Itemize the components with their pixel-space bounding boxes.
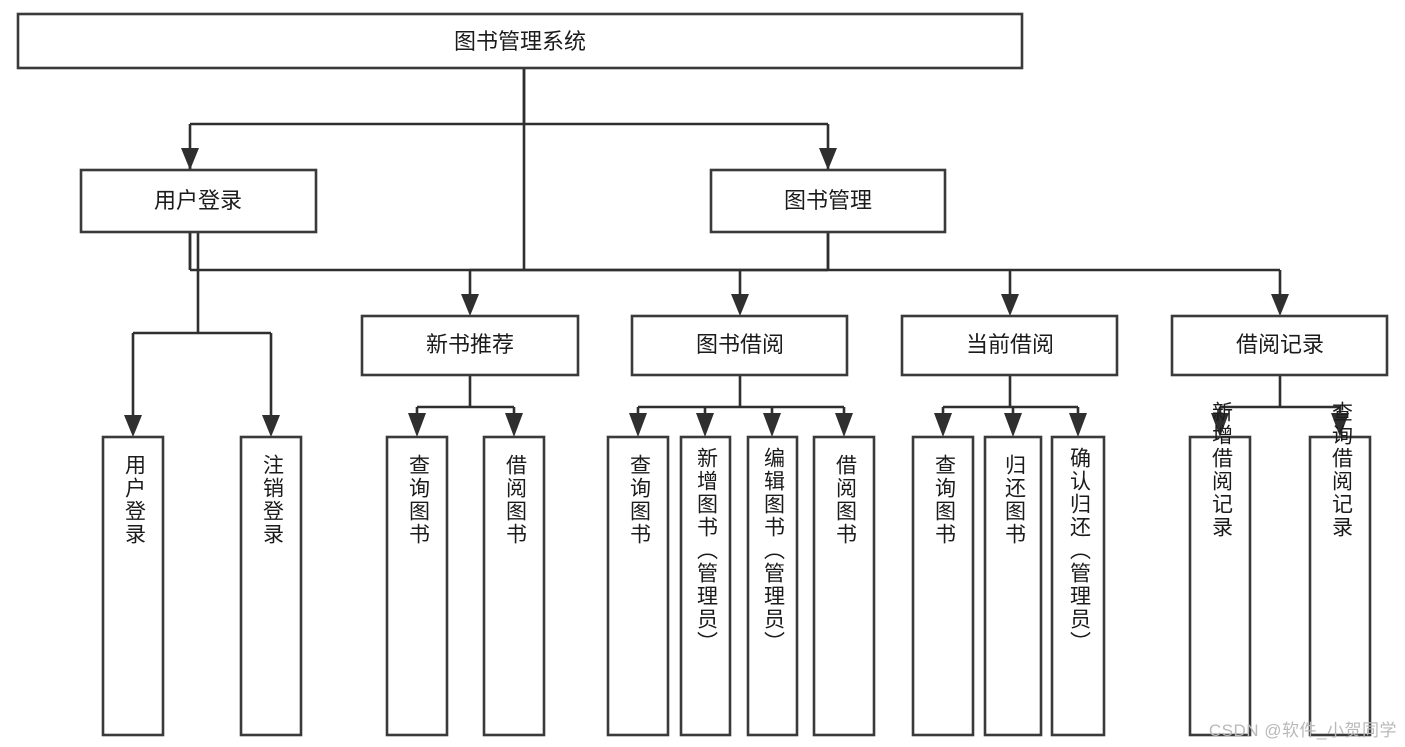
node-leaf-borrow-books-borrow[interactable]: 借阅图书 — [812, 435, 876, 737]
node-leaf-borrow-books-borrow-label: 借阅图书 — [833, 454, 857, 546]
node-leaf-add-borrow-record-box[interactable] — [1188, 435, 1252, 737]
node-leaf-query-books-current[interactable]: 查询图书 — [911, 435, 975, 737]
node-leaf-logout-label: 注销登录 — [260, 454, 284, 546]
connector-root-to-children — [188, 68, 830, 152]
node-leaf-add-borrow-record-label: 新增借阅记录 — [1209, 401, 1233, 539]
node-leaf-query-books-borrow[interactable]: 查询图书 — [606, 435, 670, 737]
arrow-to-leaf4 — [505, 413, 523, 437]
node-leaf-borrow-books-new-label: 借阅图书 — [503, 454, 527, 546]
arrow-to-leaf6 — [696, 413, 714, 437]
arrow-to-newbook — [461, 294, 479, 316]
node-leaf-borrow-books-borrow-box[interactable] — [812, 435, 876, 737]
node-current-borrow[interactable]: 当前借阅 — [900, 314, 1119, 377]
node-borrow-records-box[interactable] — [1170, 314, 1389, 377]
node-leaf-query-books-new-label: 查询图书 — [406, 454, 430, 546]
node-new-book-recommend-label: 新书推荐 — [426, 332, 514, 357]
node-leaf-user-login-label: 用户登录 — [122, 454, 146, 546]
node-leaf-query-books-current-label: 查询图书 — [932, 454, 956, 546]
connector-root-tree — [181, 68, 837, 170]
node-current-borrow-label: 当前借阅 — [966, 332, 1054, 357]
node-leaf-user-login[interactable]: 用户登录 — [101, 435, 165, 737]
arrow-to-leaf1 — [124, 415, 142, 437]
connector-current-to-leaves — [941, 375, 1080, 419]
node-book-borrow[interactable]: 图书借阅 — [630, 314, 849, 377]
arrow-to-leaf8 — [835, 413, 853, 437]
node-leaf-add-borrow-record[interactable]: 新增借阅记录 — [1188, 401, 1252, 737]
arrow-to-leaf9 — [934, 413, 952, 437]
node-current-borrow-box[interactable] — [900, 314, 1119, 377]
node-leaf-query-books-new-box[interactable] — [385, 435, 449, 737]
arrow-to-leaf10 — [1004, 413, 1022, 437]
node-leaf-return-books[interactable]: 归还图书 — [983, 435, 1043, 737]
arrow-to-leaf5 — [629, 413, 647, 437]
node-leaf-query-borrow-record-label: 查询借阅记录 — [1329, 401, 1353, 539]
node-root-box[interactable] — [16, 12, 1024, 70]
node-leaf-edit-book-admin-box[interactable] — [746, 435, 799, 737]
arrow-to-bookmgmt — [819, 148, 837, 170]
node-leaf-query-borrow-record-box[interactable] — [1308, 435, 1372, 737]
node-new-book-recommend-box[interactable] — [360, 314, 580, 377]
arrow-to-leaf2 — [262, 415, 280, 437]
node-leaf-confirm-return-admin-label: 确认归还（管理员） — [1067, 447, 1091, 654]
connector-current-tree — [934, 375, 1087, 437]
node-user-login[interactable]: 用户登录 — [79, 168, 318, 234]
connector-borrow-tree — [629, 375, 853, 437]
node-root-label: 图书管理系统 — [454, 29, 586, 54]
node-leaf-borrow-books-new[interactable]: 借阅图书 — [482, 435, 546, 737]
node-user-login-box[interactable] — [79, 168, 318, 234]
connector-bookmgmt-tree — [461, 232, 1289, 316]
connector-newbook-to-leaves — [415, 375, 516, 419]
node-leaf-user-login-box[interactable] — [101, 435, 165, 737]
arrow-to-leaf7 — [763, 413, 781, 437]
connector-records-tree — [1211, 375, 1349, 437]
node-leaf-query-books-borrow-label: 查询图书 — [627, 454, 651, 546]
arrow-to-login — [181, 148, 199, 170]
node-book-borrow-box[interactable] — [630, 314, 849, 377]
node-leaf-logout[interactable]: 注销登录 — [239, 435, 303, 737]
connector-records-to-leaves — [1218, 375, 1342, 419]
node-leaf-edit-book-admin-label: 编辑图书（管理员） — [761, 447, 785, 654]
arrow-to-borrow — [731, 294, 749, 316]
node-leaf-add-book-admin-label: 新增图书（管理员） — [694, 447, 718, 654]
node-root[interactable]: 图书管理系统 — [16, 12, 1024, 70]
node-leaf-confirm-return-admin[interactable]: 确认归还（管理员） — [1050, 435, 1106, 737]
node-leaf-query-borrow-record[interactable]: 查询借阅记录 — [1308, 401, 1372, 737]
node-leaf-return-books-label: 归还图书 — [1002, 454, 1026, 546]
node-book-management[interactable]: 图书管理 — [709, 168, 947, 234]
connector-bookmgmt-to-children — [468, 232, 1282, 298]
node-leaf-query-books-current-box[interactable] — [911, 435, 975, 737]
arrow-to-leaf12 — [1211, 413, 1229, 437]
arrow-to-records — [1271, 294, 1289, 316]
node-borrow-records[interactable]: 借阅记录 — [1170, 314, 1389, 377]
node-leaf-logout-box[interactable] — [239, 435, 303, 737]
node-user-login-label: 用户登录 — [154, 188, 242, 213]
node-leaf-query-books-borrow-box[interactable] — [606, 435, 670, 737]
connector-newbook-tree — [408, 375, 523, 437]
node-borrow-records-label: 借阅记录 — [1236, 332, 1324, 357]
node-leaf-add-book-admin-box[interactable] — [679, 435, 732, 737]
connector-login-to-leaves — [131, 232, 273, 419]
connector-login-tree — [124, 232, 280, 437]
node-leaf-borrow-books-new-box[interactable] — [482, 435, 546, 737]
node-book-management-label: 图书管理 — [784, 188, 872, 213]
arrow-to-leaf3 — [408, 413, 426, 437]
node-leaf-edit-book-admin[interactable]: 编辑图书（管理员） — [746, 435, 799, 737]
node-book-borrow-label: 图书借阅 — [696, 332, 784, 357]
node-leaf-add-book-admin[interactable]: 新增图书（管理员） — [679, 435, 732, 737]
node-book-management-box[interactable] — [709, 168, 947, 234]
arrow-to-leaf13 — [1331, 413, 1349, 437]
node-leaf-return-books-box[interactable] — [983, 435, 1043, 737]
arrow-to-leaf11 — [1069, 413, 1087, 437]
node-new-book-recommend[interactable]: 新书推荐 — [360, 314, 580, 377]
connector-borrow-to-leaves — [636, 375, 846, 419]
node-leaf-confirm-return-admin-box[interactable] — [1050, 435, 1106, 737]
arrow-to-current — [1001, 294, 1019, 316]
node-leaf-query-books-new[interactable]: 查询图书 — [385, 435, 449, 737]
